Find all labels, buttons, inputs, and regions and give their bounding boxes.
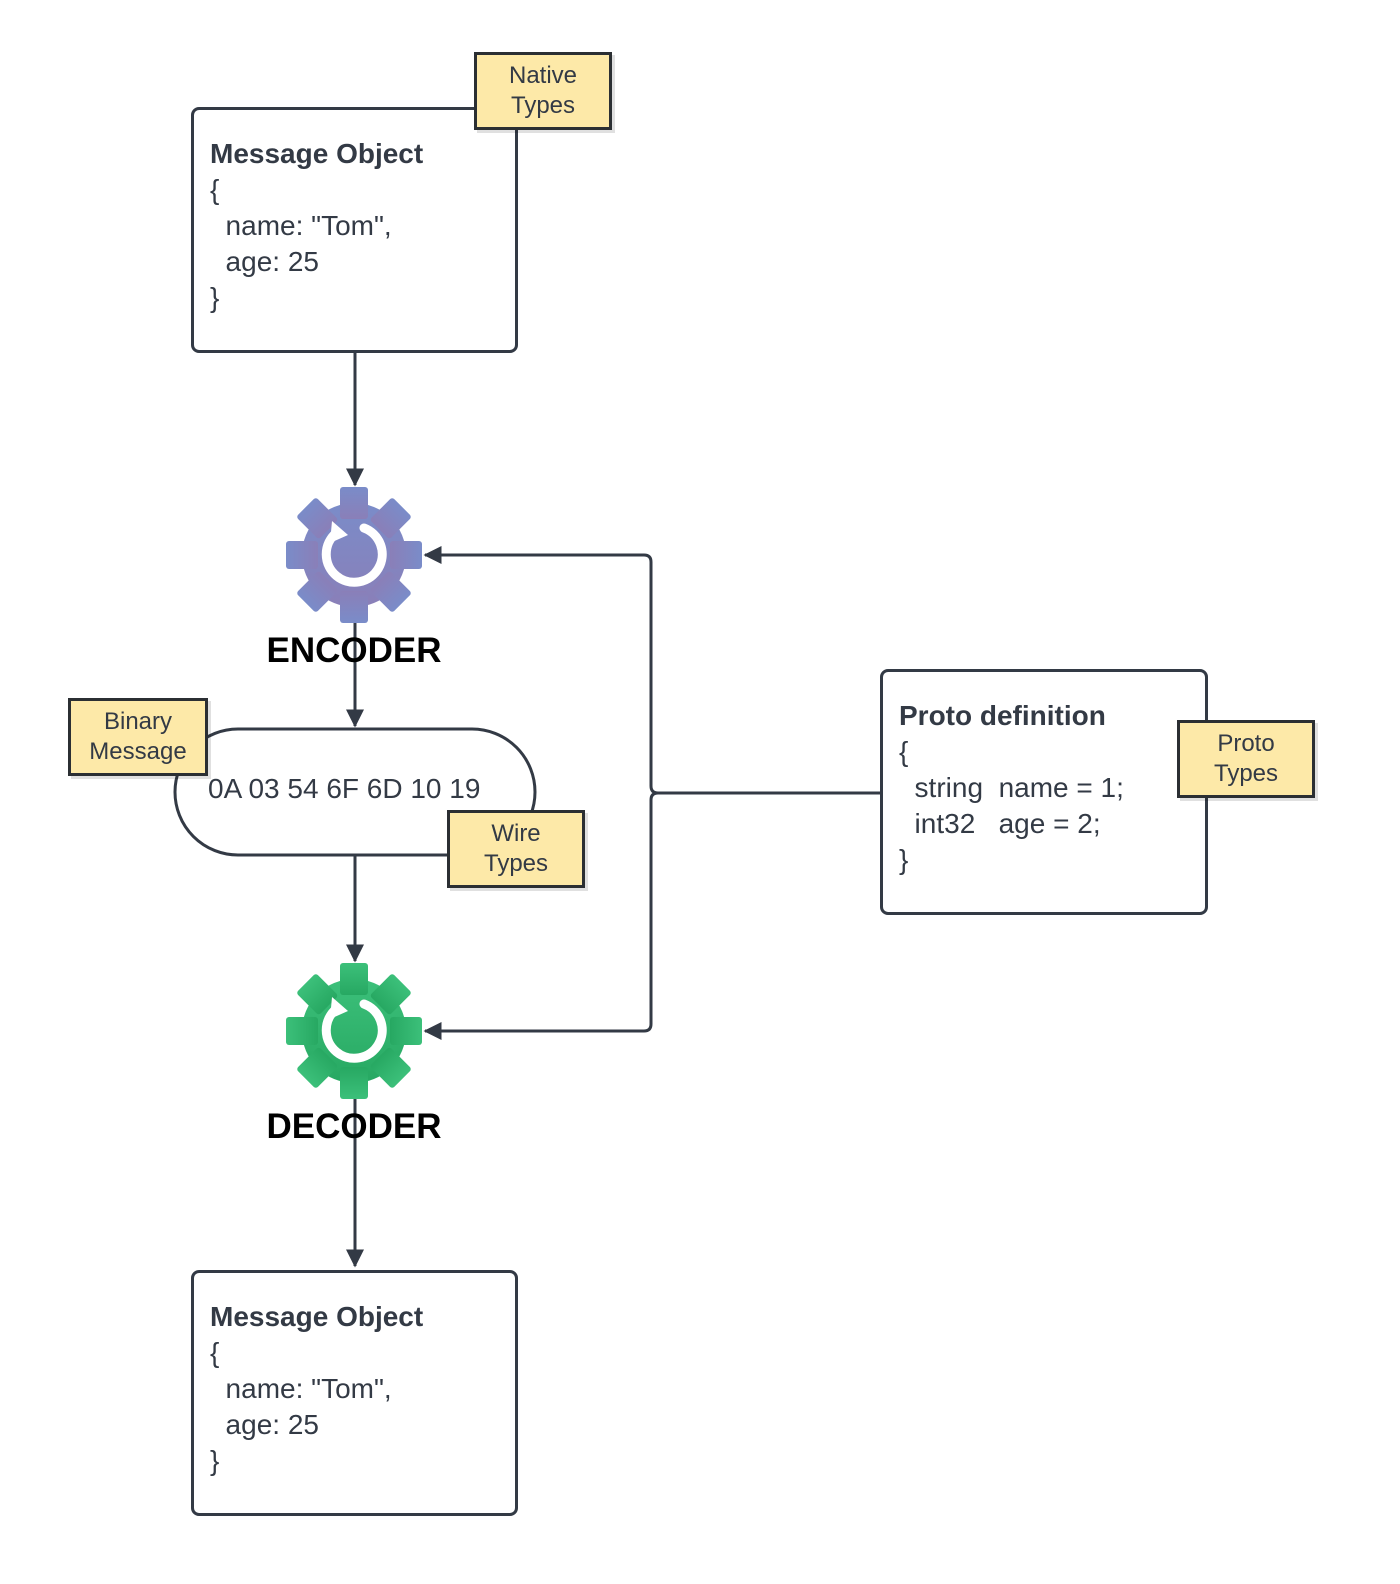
note-line: Binary <box>103 708 173 735</box>
wire-types-note: Wire Types <box>447 810 585 888</box>
top-message-line: } <box>210 282 220 313</box>
note-line: Native <box>508 62 578 89</box>
top-message-line: name: "Tom", <box>210 210 392 241</box>
proto-line: { <box>899 736 909 767</box>
proto-definition-box: Proto definition { string name = 1; int3… <box>880 669 1208 915</box>
note-line: Message <box>89 738 187 765</box>
bottom-message-line: age: 25 <box>210 1409 319 1440</box>
top-message-title: Message Object <box>210 138 424 169</box>
top-message-object-box: Message Object { name: "Tom", age: 25 } <box>191 107 518 353</box>
binary-message-note: Binary Message <box>68 698 208 776</box>
bottom-message-object-box: Message Object { name: "Tom", age: 25 } <box>191 1270 518 1516</box>
binary-message-shape <box>173 727 537 857</box>
proto-line: int32 age = 2; <box>899 808 1101 839</box>
note-line: Types <box>483 850 549 877</box>
proto-line: string name = 1; <box>899 772 1124 803</box>
bottom-message-line: { <box>210 1337 220 1368</box>
proto-types-note: Proto Types <box>1177 720 1315 798</box>
bottom-message-line: name: "Tom", <box>210 1373 392 1404</box>
native-types-note: Native Types <box>474 52 612 130</box>
note-line: Proto <box>1217 730 1275 757</box>
proto-definition-title: Proto definition <box>899 700 1106 731</box>
binary-message-text: 0A 03 54 6F 6D 10 19 <box>208 773 481 804</box>
bottom-message-line: } <box>210 1445 220 1476</box>
encoder-gear-icon <box>286 487 422 623</box>
decoder-gear-icon <box>286 963 422 1099</box>
note-line: Wire <box>491 820 541 847</box>
proto-line: } <box>899 844 909 875</box>
note-line: Types <box>510 92 576 119</box>
note-line: Types <box>1213 760 1279 787</box>
decoder-label: DECODER <box>266 1107 442 1146</box>
top-message-line: age: 25 <box>210 246 319 277</box>
arrow-proto-to-decoder <box>423 791 659 1040</box>
encoder-label: ENCODER <box>266 631 442 670</box>
bottom-message-title: Message Object <box>210 1301 424 1332</box>
top-message-line: { <box>210 174 220 205</box>
